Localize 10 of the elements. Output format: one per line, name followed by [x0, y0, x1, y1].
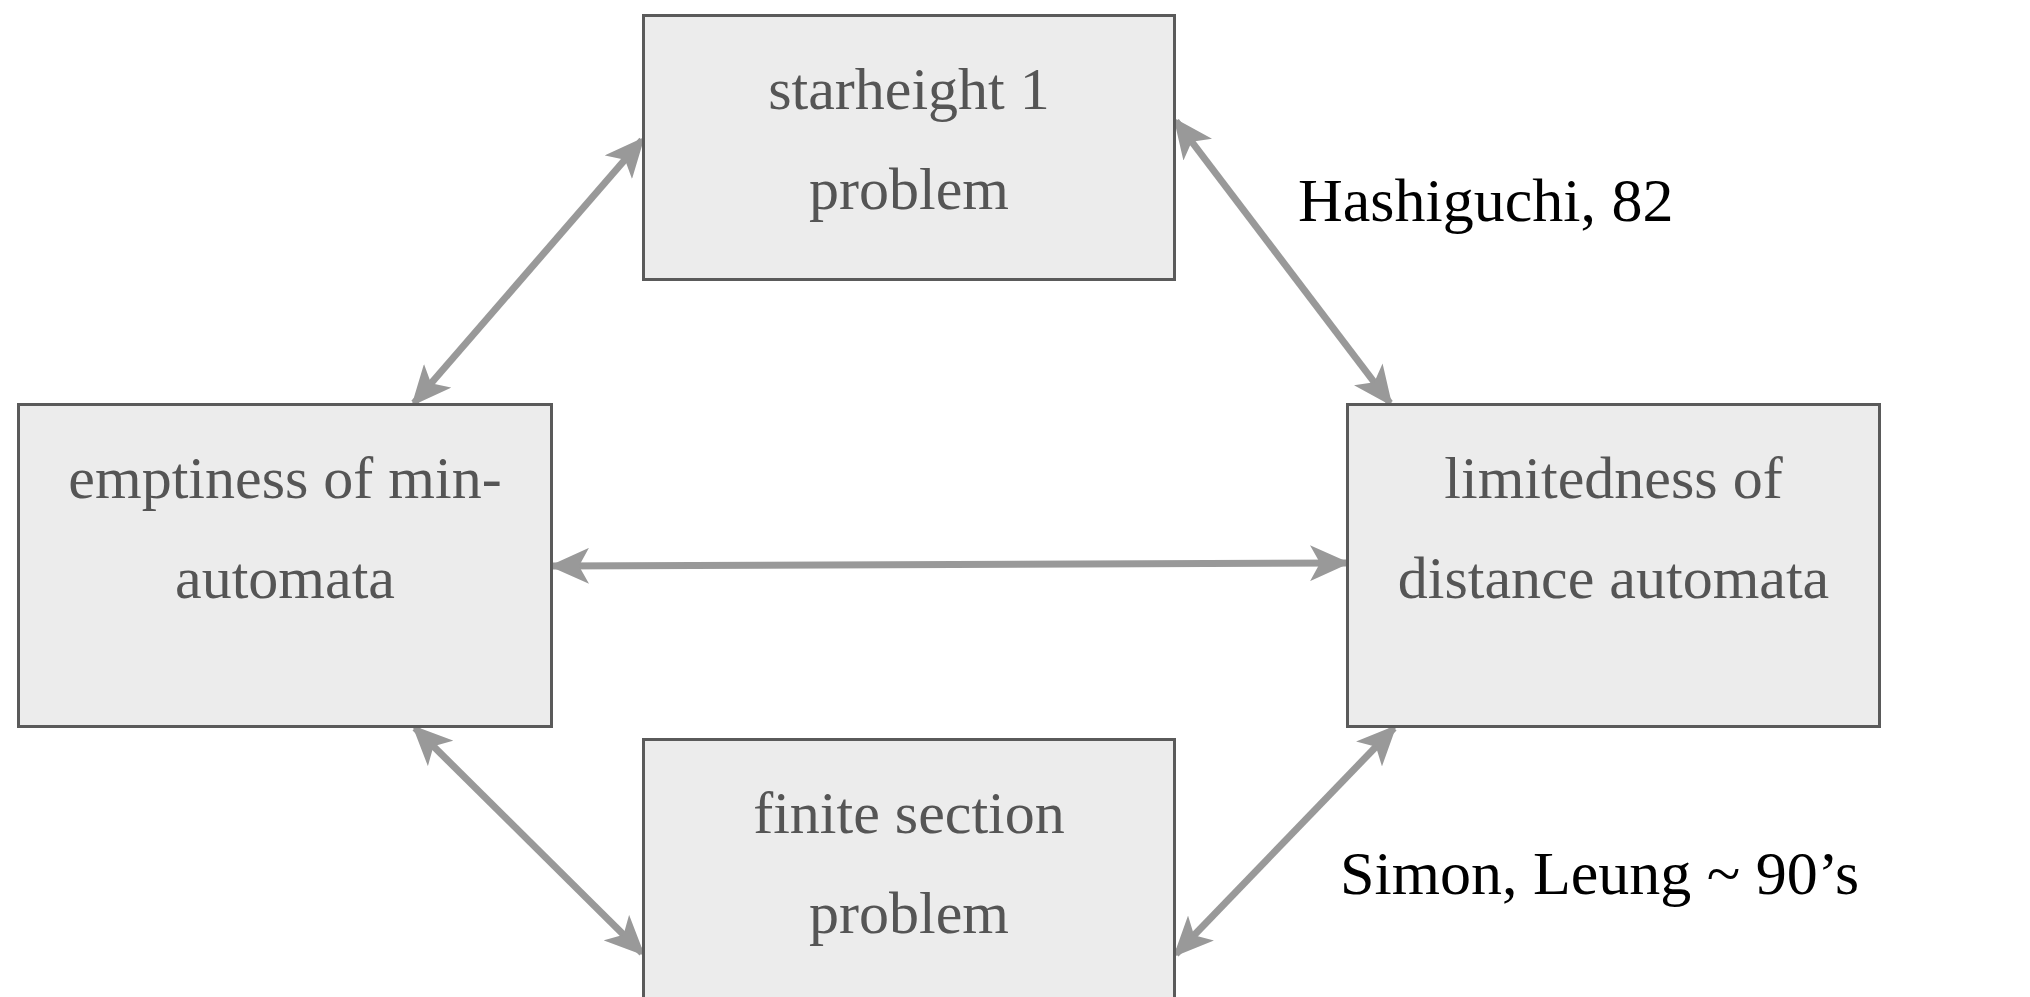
citation-label: Hashiguchi, 82 [1298, 165, 1674, 236]
box-text: emptiness of min-automata [67, 444, 503, 613]
box-text: limitedness of distance automata [1396, 444, 1831, 613]
process-box [642, 738, 1176, 997]
process-box [642, 14, 1176, 281]
box-text: starheight 1 problem [767, 55, 1051, 224]
process-box [1346, 403, 1881, 728]
citation-label: Simon, Leung ~ 90’s [1340, 838, 1860, 909]
box-text: finite section problem [752, 779, 1066, 948]
process-box [17, 403, 553, 728]
